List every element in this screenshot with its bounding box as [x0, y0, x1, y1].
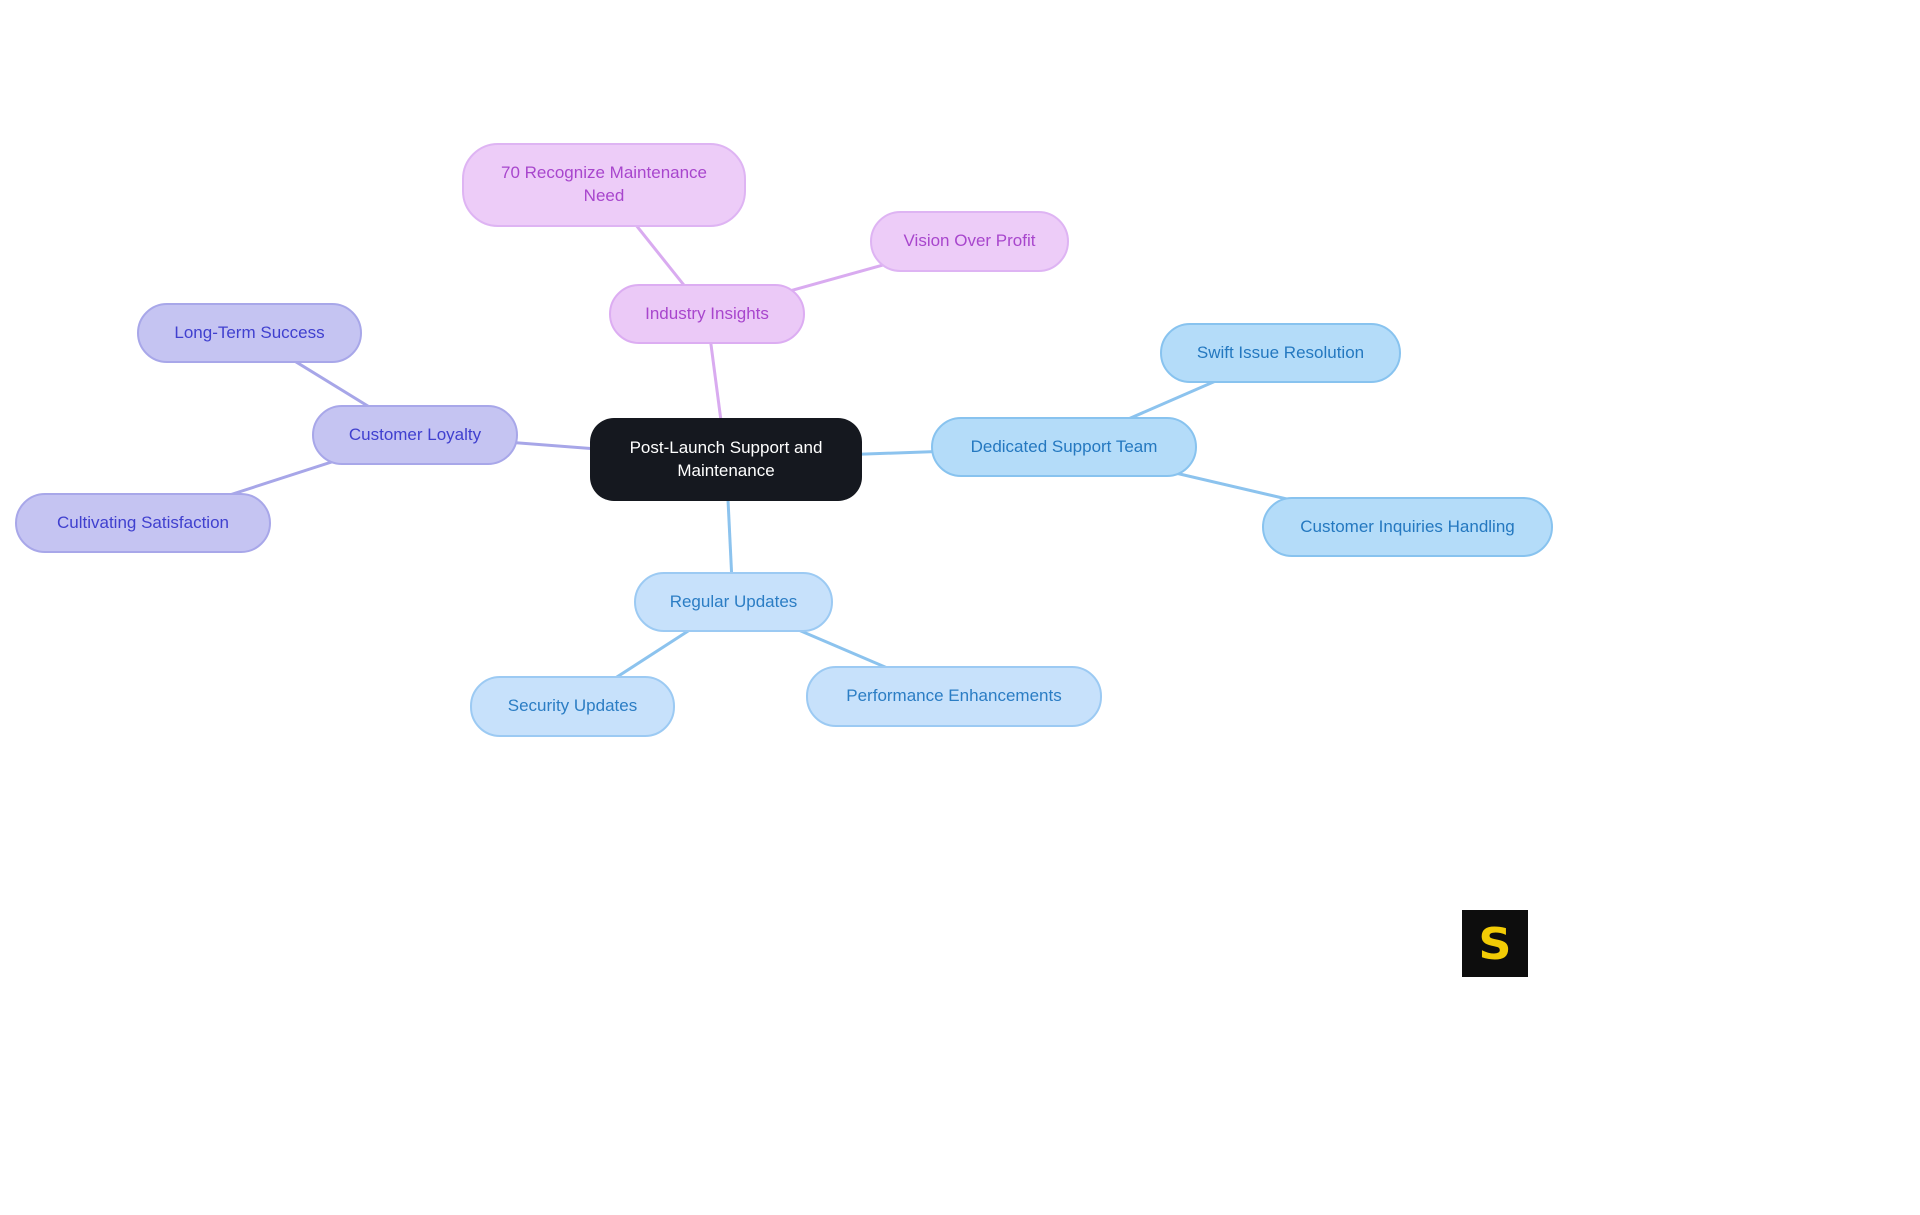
node-long-term-success: Long-Term Success [137, 303, 362, 363]
node-security-updates: Security Updates [470, 676, 675, 737]
node-performance-enhancements-label: Performance Enhancements [846, 686, 1062, 706]
node-customer-inquiries-handling: Customer Inquiries Handling [1262, 497, 1553, 557]
node-cultivating-satisfaction-label: Cultivating Satisfaction [57, 512, 229, 532]
node-swift-issue-resolution: Swift Issue Resolution [1160, 323, 1401, 383]
node-dedicated-support-team-label: Dedicated Support Team [970, 436, 1158, 456]
logo-letter: S [1478, 917, 1512, 970]
node-central-label: Post-Launch Support and Maintenance [629, 437, 823, 480]
node-customer-inquiries-handling-label: Customer Inquiries Handling [1300, 516, 1515, 536]
logo: S [1462, 910, 1528, 977]
node-vision-over-profit-label: Vision Over Profit [903, 231, 1036, 251]
node-customer-loyalty: Customer Loyalty [312, 405, 518, 465]
node-security-updates-label: Security Updates [507, 696, 638, 716]
node-dedicated-support-team: Dedicated Support Team [931, 417, 1197, 477]
node-vision-over-profit: Vision Over Profit [870, 211, 1069, 272]
node-long-term-success-label: Long-Term Success [174, 322, 325, 342]
node-swift-issue-resolution-label: Swift Issue Resolution [1196, 342, 1365, 362]
node-customer-loyalty-label: Customer Loyalty [348, 424, 482, 444]
node-performance-enhancements: Performance Enhancements [806, 666, 1102, 727]
node-industry-insights-label: Industry Insights [645, 303, 769, 323]
node-regular-updates-label: Regular Updates [669, 591, 798, 611]
node-70-recognize-label: 70 Recognize Maintenance Need [500, 163, 708, 205]
node-central: Post-Launch Support and Maintenance [590, 418, 862, 501]
node-cultivating-satisfaction: Cultivating Satisfaction [15, 493, 271, 553]
node-regular-updates: Regular Updates [634, 572, 833, 632]
node-70-recognize-maintenance-need: 70 Recognize Maintenance Need [462, 143, 746, 227]
node-industry-insights: Industry Insights [609, 284, 805, 344]
